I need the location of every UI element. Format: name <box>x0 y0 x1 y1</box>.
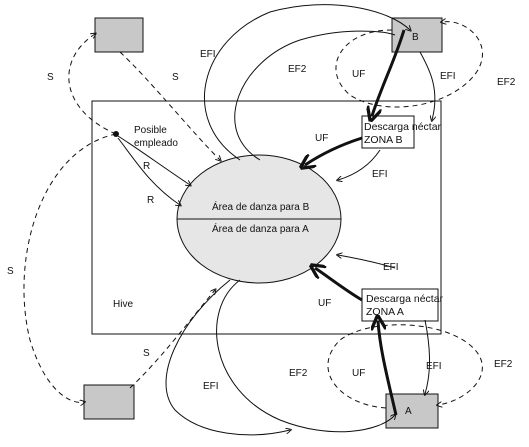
edge-uf-bottom: UF <box>352 368 365 379</box>
ef2-loop-bottom <box>327 324 483 409</box>
edge-r-upper: R <box>143 161 150 172</box>
unload-a-label-2: ZONA A <box>366 306 404 318</box>
possible-employee-label-2: empleado <box>134 138 178 149</box>
efi-loop-top-inner <box>234 30 396 161</box>
edge-uf-mid-a: UF <box>318 298 331 309</box>
possible-employee-label-1: Posible <box>134 125 167 136</box>
source-a-label: A <box>405 406 412 417</box>
unload-a-label-1: Descarga néctar <box>366 293 444 305</box>
efi-loop-bottom <box>216 279 395 433</box>
uf-path-unload-to-dance-a <box>315 268 363 302</box>
source-box-b <box>391 17 443 53</box>
dance-area-a-label: Área de danza para A <box>212 222 309 235</box>
scout-path-left <box>23 133 117 402</box>
edge-efi-top-left: EFI <box>200 49 216 60</box>
edge-s-top-mid: S <box>172 72 179 83</box>
unload-zone-b-box <box>361 115 415 149</box>
edge-efi-mid-a: EFI <box>383 262 399 273</box>
recruit-path-upper <box>117 135 190 185</box>
scout-path-top-return <box>119 51 220 160</box>
edge-ef2-bottom: EF2 <box>289 368 308 379</box>
ef2-loop-top <box>335 22 483 108</box>
uf-path-unload-to-dance-b <box>305 136 363 165</box>
efi-mid-b <box>338 149 381 180</box>
efi-right-a <box>425 319 431 394</box>
edge-efi-bottom-right: EFI <box>426 361 442 372</box>
scout-path-bottom <box>129 290 215 389</box>
edge-ef2-bottom-right: EF2 <box>494 359 513 370</box>
edge-efi-bottom-left: EFI <box>203 381 219 392</box>
unload-b-label-2: ZONA B <box>364 134 403 146</box>
hive-box <box>91 100 442 335</box>
edge-r-lower: R <box>147 195 154 206</box>
uf-path-b-to-unload <box>372 29 406 116</box>
source-b-label: B <box>412 32 419 43</box>
edge-uf-mid-b: UF <box>315 133 328 144</box>
edge-ef2-top-right: EF2 <box>497 77 516 88</box>
dance-area-b-label: Área de danza para B <box>212 200 310 213</box>
efi-mid-a <box>338 255 396 269</box>
recruit-path-lower <box>117 137 180 205</box>
unload-b-label-1: Descarga néctar <box>364 121 442 133</box>
unload-zone-a-box <box>361 288 439 322</box>
edge-s-bottom: S <box>143 348 150 359</box>
edge-uf-top: UF <box>352 69 365 80</box>
edge-efi-mid-b: EFI <box>372 169 388 180</box>
edge-s-top-left: S <box>47 72 54 83</box>
efi-loop-top <box>204 4 410 161</box>
edge-s-left: S <box>7 266 14 277</box>
source-box-bottom-left <box>83 384 135 420</box>
source-box-top-left <box>94 17 144 53</box>
efi-right-b <box>419 51 435 120</box>
edge-ef2-top: EF2 <box>288 64 307 75</box>
uf-path-a-to-unload <box>378 321 398 416</box>
edge-efi-top-right: EFI <box>440 71 456 82</box>
efi-loop-bottom-left <box>165 279 290 436</box>
scout-path-top <box>68 34 117 135</box>
hive-label: Hive <box>113 299 133 310</box>
